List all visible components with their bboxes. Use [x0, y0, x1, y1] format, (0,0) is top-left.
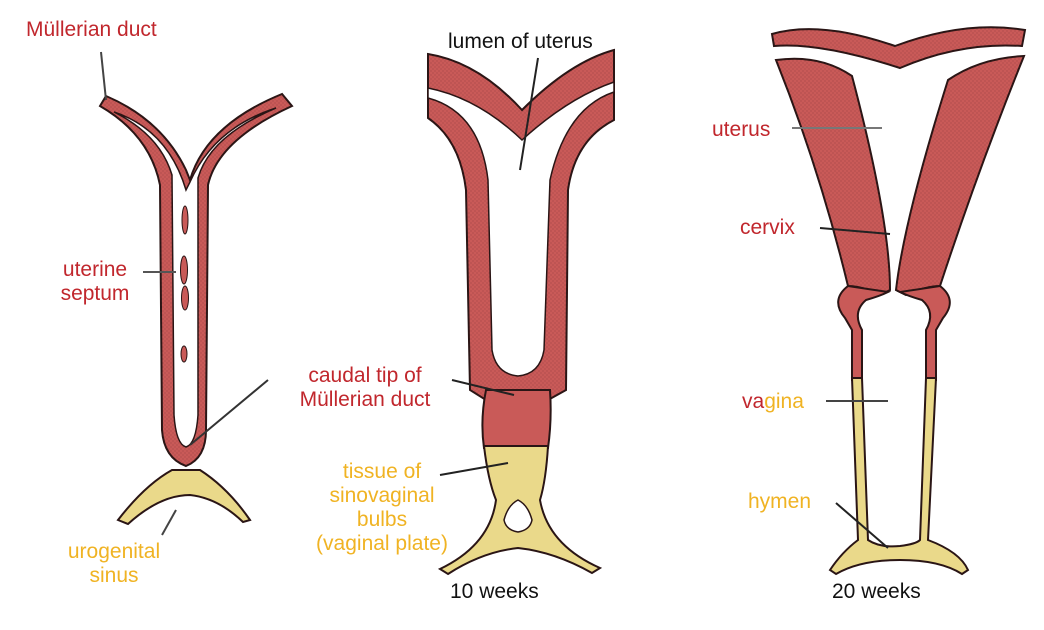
- label-vagina-red-part: va: [742, 390, 765, 413]
- label-urogenital-sinus: urogenital sinus: [46, 540, 182, 588]
- label-vagina: vagina: [742, 390, 804, 414]
- panel-2-ten-weeks: [427, 48, 615, 576]
- label-caudal-tip: caudal tip of Müllerian duct: [270, 364, 460, 412]
- leader-cervix: [819, 227, 891, 235]
- label-urogenital-sinus-line1: urogenital: [67, 540, 161, 563]
- label-vaginal-plate-line1: tissue of: [342, 460, 422, 483]
- septum-remnant: [181, 205, 189, 235]
- caption-20-weeks: 20 weeks: [832, 580, 921, 603]
- leader-mullerian-duct: [100, 51, 107, 101]
- panel-1-early-mullerian-ducts: [98, 51, 294, 536]
- label-caudal-tip-line2: Müllerian duct: [299, 388, 431, 411]
- label-vaginal-plate-line2: sinovaginal: [329, 484, 435, 507]
- septum-remnant: [180, 255, 188, 285]
- vagina-tissue: [828, 377, 970, 576]
- leader-caudal-tip: [189, 379, 269, 446]
- leader-vaginal-plate: [439, 462, 509, 476]
- caption-10-weeks: 10 weeks: [450, 580, 539, 603]
- leader-caudal-tip-10wk: [451, 379, 515, 396]
- label-caudal-tip-line1: caudal tip of: [308, 364, 422, 387]
- label-vaginal-plate-line3: bulbs: [356, 508, 408, 531]
- leader-urogenital-sinus: [161, 509, 177, 536]
- septum-remnant: [181, 285, 189, 311]
- label-uterine-septum-line2: septum: [60, 282, 130, 305]
- label-uterus: uterus: [712, 118, 771, 141]
- lumen-of-uterus: [427, 80, 615, 377]
- label-urogenital-sinus-line2: sinus: [89, 564, 139, 587]
- septum-remnant: [180, 345, 188, 363]
- cervix-fornix-left: [837, 284, 892, 381]
- label-vaginal-plate: tissue of sinovaginal bulbs (vaginal pla…: [290, 460, 474, 556]
- panel-3-twenty-weeks: [770, 26, 1027, 576]
- label-vaginal-plate-line4: (vaginal plate): [316, 532, 448, 555]
- label-mullerian-duct: Müllerian duct: [26, 18, 157, 41]
- label-cervix: cervix: [740, 216, 795, 239]
- vaginal-plate-cavity: [503, 499, 533, 533]
- label-hymen: hymen: [748, 490, 812, 513]
- urogenital-sinus-tissue: [116, 469, 252, 526]
- mullerian-duct-lumen: [113, 107, 277, 448]
- label-vagina-yellow-part: gina: [764, 390, 804, 413]
- cervix-fornix-right: [896, 284, 951, 381]
- leader-lumen-of-uterus: [519, 57, 539, 171]
- caudal-tip-block: [481, 389, 552, 449]
- label-uterine-septum: uterine septum: [40, 258, 150, 306]
- label-lumen-of-uterus: lumen of uterus: [448, 30, 593, 53]
- leader-hymen: [835, 502, 889, 549]
- label-uterine-septum-line1: uterine: [62, 258, 128, 281]
